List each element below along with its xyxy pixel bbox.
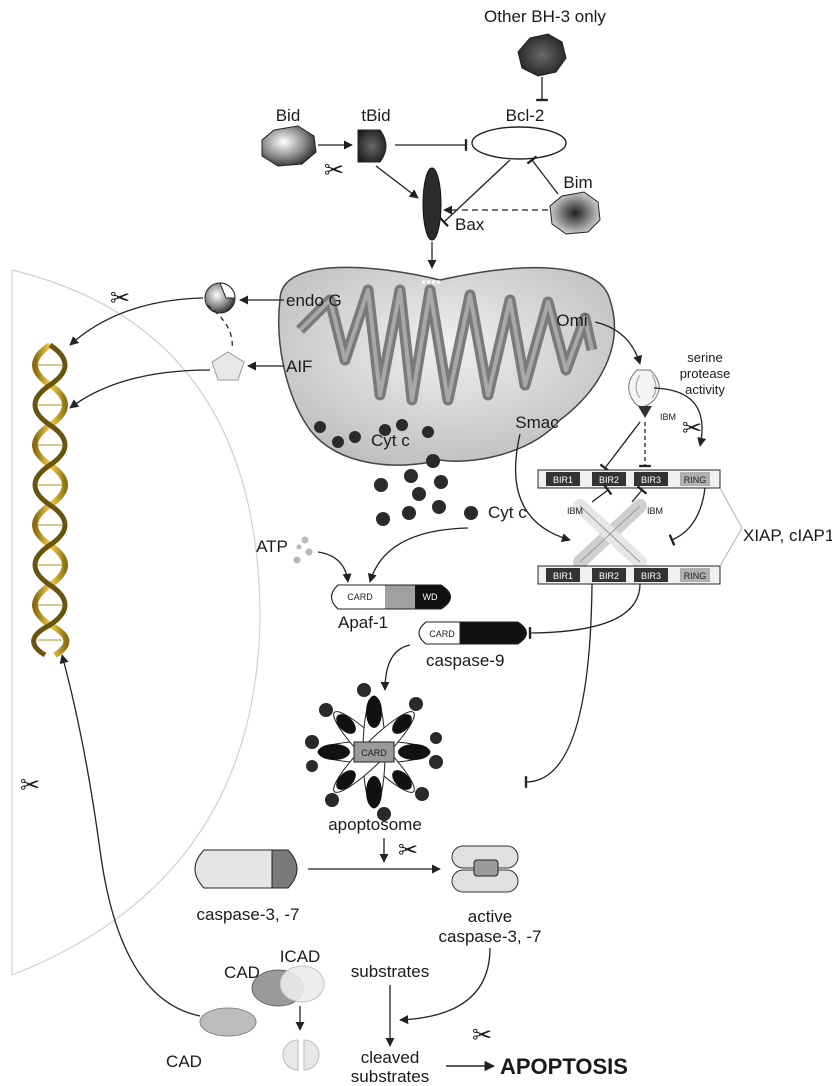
smac-label: Smac [515, 413, 559, 432]
caspase9-label: caspase-9 [426, 651, 504, 670]
atp-molecules [294, 537, 313, 564]
scissors-icon: ✂ [324, 157, 344, 184]
apaf1-protein: CARD WD [332, 585, 451, 609]
xiap-label: XIAP, cIAP1, -2 [743, 526, 832, 545]
cleaved-label-2: substrates [351, 1067, 429, 1086]
scissors-icon: ✂ [682, 415, 702, 442]
caspase9-protein: CARD [419, 622, 527, 644]
bid-protein [262, 126, 316, 166]
scissors-icon: ✂ [20, 772, 40, 799]
icad-label: ICAD [280, 947, 321, 966]
active-caspase-label-1: active [468, 907, 512, 926]
bir3-label: BIR3 [641, 475, 661, 485]
bir1-label: BIR1 [553, 475, 573, 485]
procaspase37-protein [195, 850, 297, 888]
caspase37-label: caspase-3, -7 [197, 905, 300, 924]
other-bh3-only-label: Other BH-3 only [484, 7, 606, 26]
cleaved-icad [283, 1040, 319, 1070]
bcl2-protein [472, 127, 566, 159]
active-caspase-label-2: caspase-3, -7 [439, 927, 542, 946]
icad-protein [280, 966, 324, 1002]
cad-top-label: CAD [224, 963, 260, 982]
ibm-label-omi: IBM [660, 412, 676, 422]
scissors-icon: ✂ [110, 285, 130, 312]
apoptosis-label: APOPTOSIS [500, 1054, 628, 1079]
bcl2-label: Bcl-2 [506, 106, 545, 125]
apaf1-card-label: CARD [347, 592, 373, 602]
apaf1-label: Apaf-1 [338, 613, 388, 632]
dna-helix [34, 345, 67, 655]
atp-label: ATP [256, 537, 288, 556]
cytc-cyto-label: Cyt c [488, 503, 527, 522]
bid-label: Bid [276, 106, 301, 125]
aif-protein [212, 352, 244, 380]
bim-label: Bim [563, 173, 592, 192]
cytc-mito-label: Cyt c [371, 431, 410, 450]
cad-protein-free [200, 1008, 256, 1036]
tbid-protein [358, 130, 386, 162]
serine-protease-label-2: protease [680, 366, 731, 381]
omi-label: Omi [556, 311, 587, 330]
bim-protein [550, 192, 600, 234]
omi-protein [629, 370, 659, 418]
tbid-label: tBid [361, 106, 390, 125]
ibm-label-smac-1: IBM [567, 506, 583, 516]
scissors-icon: ✂ [472, 1022, 492, 1049]
apaf1-wd-label: WD [423, 592, 438, 602]
bir2-label: BIR2 [599, 571, 619, 581]
other-bh3-only-protein [518, 34, 566, 76]
endo-g-label: endo G [286, 291, 342, 310]
apoptosome: CARD [305, 683, 443, 821]
ibm-label-smac-2: IBM [647, 506, 663, 516]
apoptosome-card-label: CARD [361, 748, 387, 758]
apoptosome-label: apoptosome [328, 815, 422, 834]
iap-bar-top: BIR1 BIR2 BIR3 RING [538, 470, 720, 488]
iap-bar-bottom: BIR1 BIR2 BIR3 RING [538, 566, 720, 584]
scissors-icon: ✂ [398, 837, 418, 864]
bir3-label: BIR3 [641, 571, 661, 581]
ring-label: RING [684, 475, 707, 485]
bir1-label: BIR1 [553, 571, 573, 581]
bax-protein [423, 168, 441, 240]
active-caspase37 [452, 846, 518, 892]
bax-label: Bax [455, 215, 485, 234]
aif-label: AIF [286, 357, 312, 376]
serine-protease-label-3: activity [685, 382, 725, 397]
ring-label: RING [684, 571, 707, 581]
substrates-label: substrates [351, 962, 429, 981]
caspase9-card-label: CARD [429, 629, 455, 639]
endo-g-protein [205, 283, 235, 313]
cleaved-label-1: cleaved [361, 1048, 420, 1067]
bir2-label: BIR2 [599, 475, 619, 485]
smac-dimer [580, 506, 640, 562]
cad-bottom-label: CAD [166, 1052, 202, 1071]
serine-protease-label-1: serine [687, 350, 722, 365]
xiap-bracket [720, 488, 742, 566]
